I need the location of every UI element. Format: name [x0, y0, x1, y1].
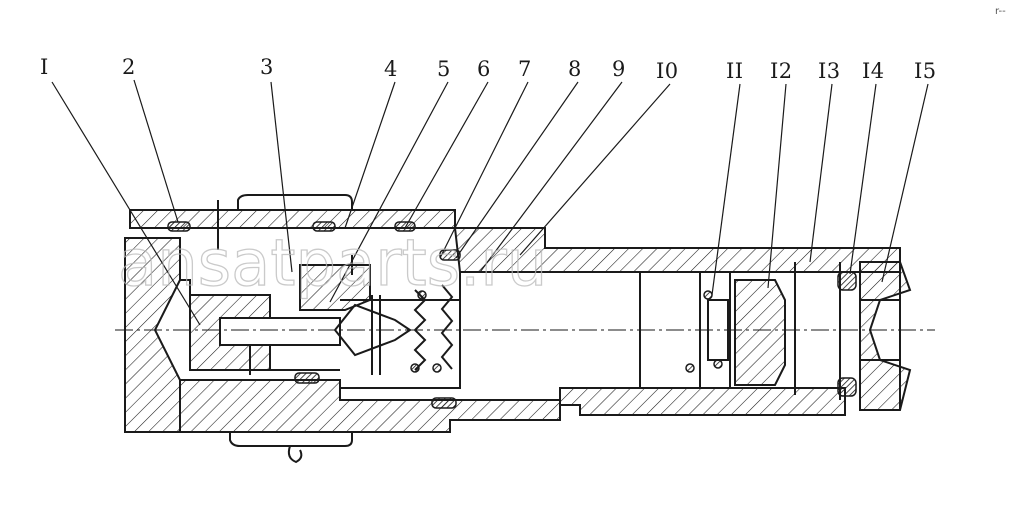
part-label-1: I — [40, 55, 49, 79]
part-label-3: 3 — [260, 55, 274, 79]
leader-lines — [51, 79, 929, 326]
part-label-13: I3 — [818, 59, 841, 83]
seal-rings — [167, 221, 857, 409]
part-label-4: 4 — [384, 57, 398, 81]
part-label-5: 5 — [437, 57, 451, 81]
part-label-7: 7 — [518, 57, 532, 81]
part-label-10: I0 — [656, 59, 679, 83]
part-label-2: 2 — [122, 55, 136, 79]
part-label-9: 9 — [612, 57, 626, 81]
part-label-8: 8 — [568, 57, 582, 81]
part-label-group: I 2 3 4 5 6 7 8 9 I0 II I2 I3 I4 I5 — [40, 55, 937, 83]
watermark: ansatparts.ru — [118, 227, 547, 301]
part-label-6: 6 — [477, 57, 491, 81]
part-label-15: I5 — [914, 59, 937, 83]
part-label-12: I2 — [770, 59, 793, 83]
part-label-14: I4 — [862, 59, 885, 83]
corner-mark: r-- — [995, 6, 1006, 17]
part-label-11: II — [726, 59, 744, 83]
